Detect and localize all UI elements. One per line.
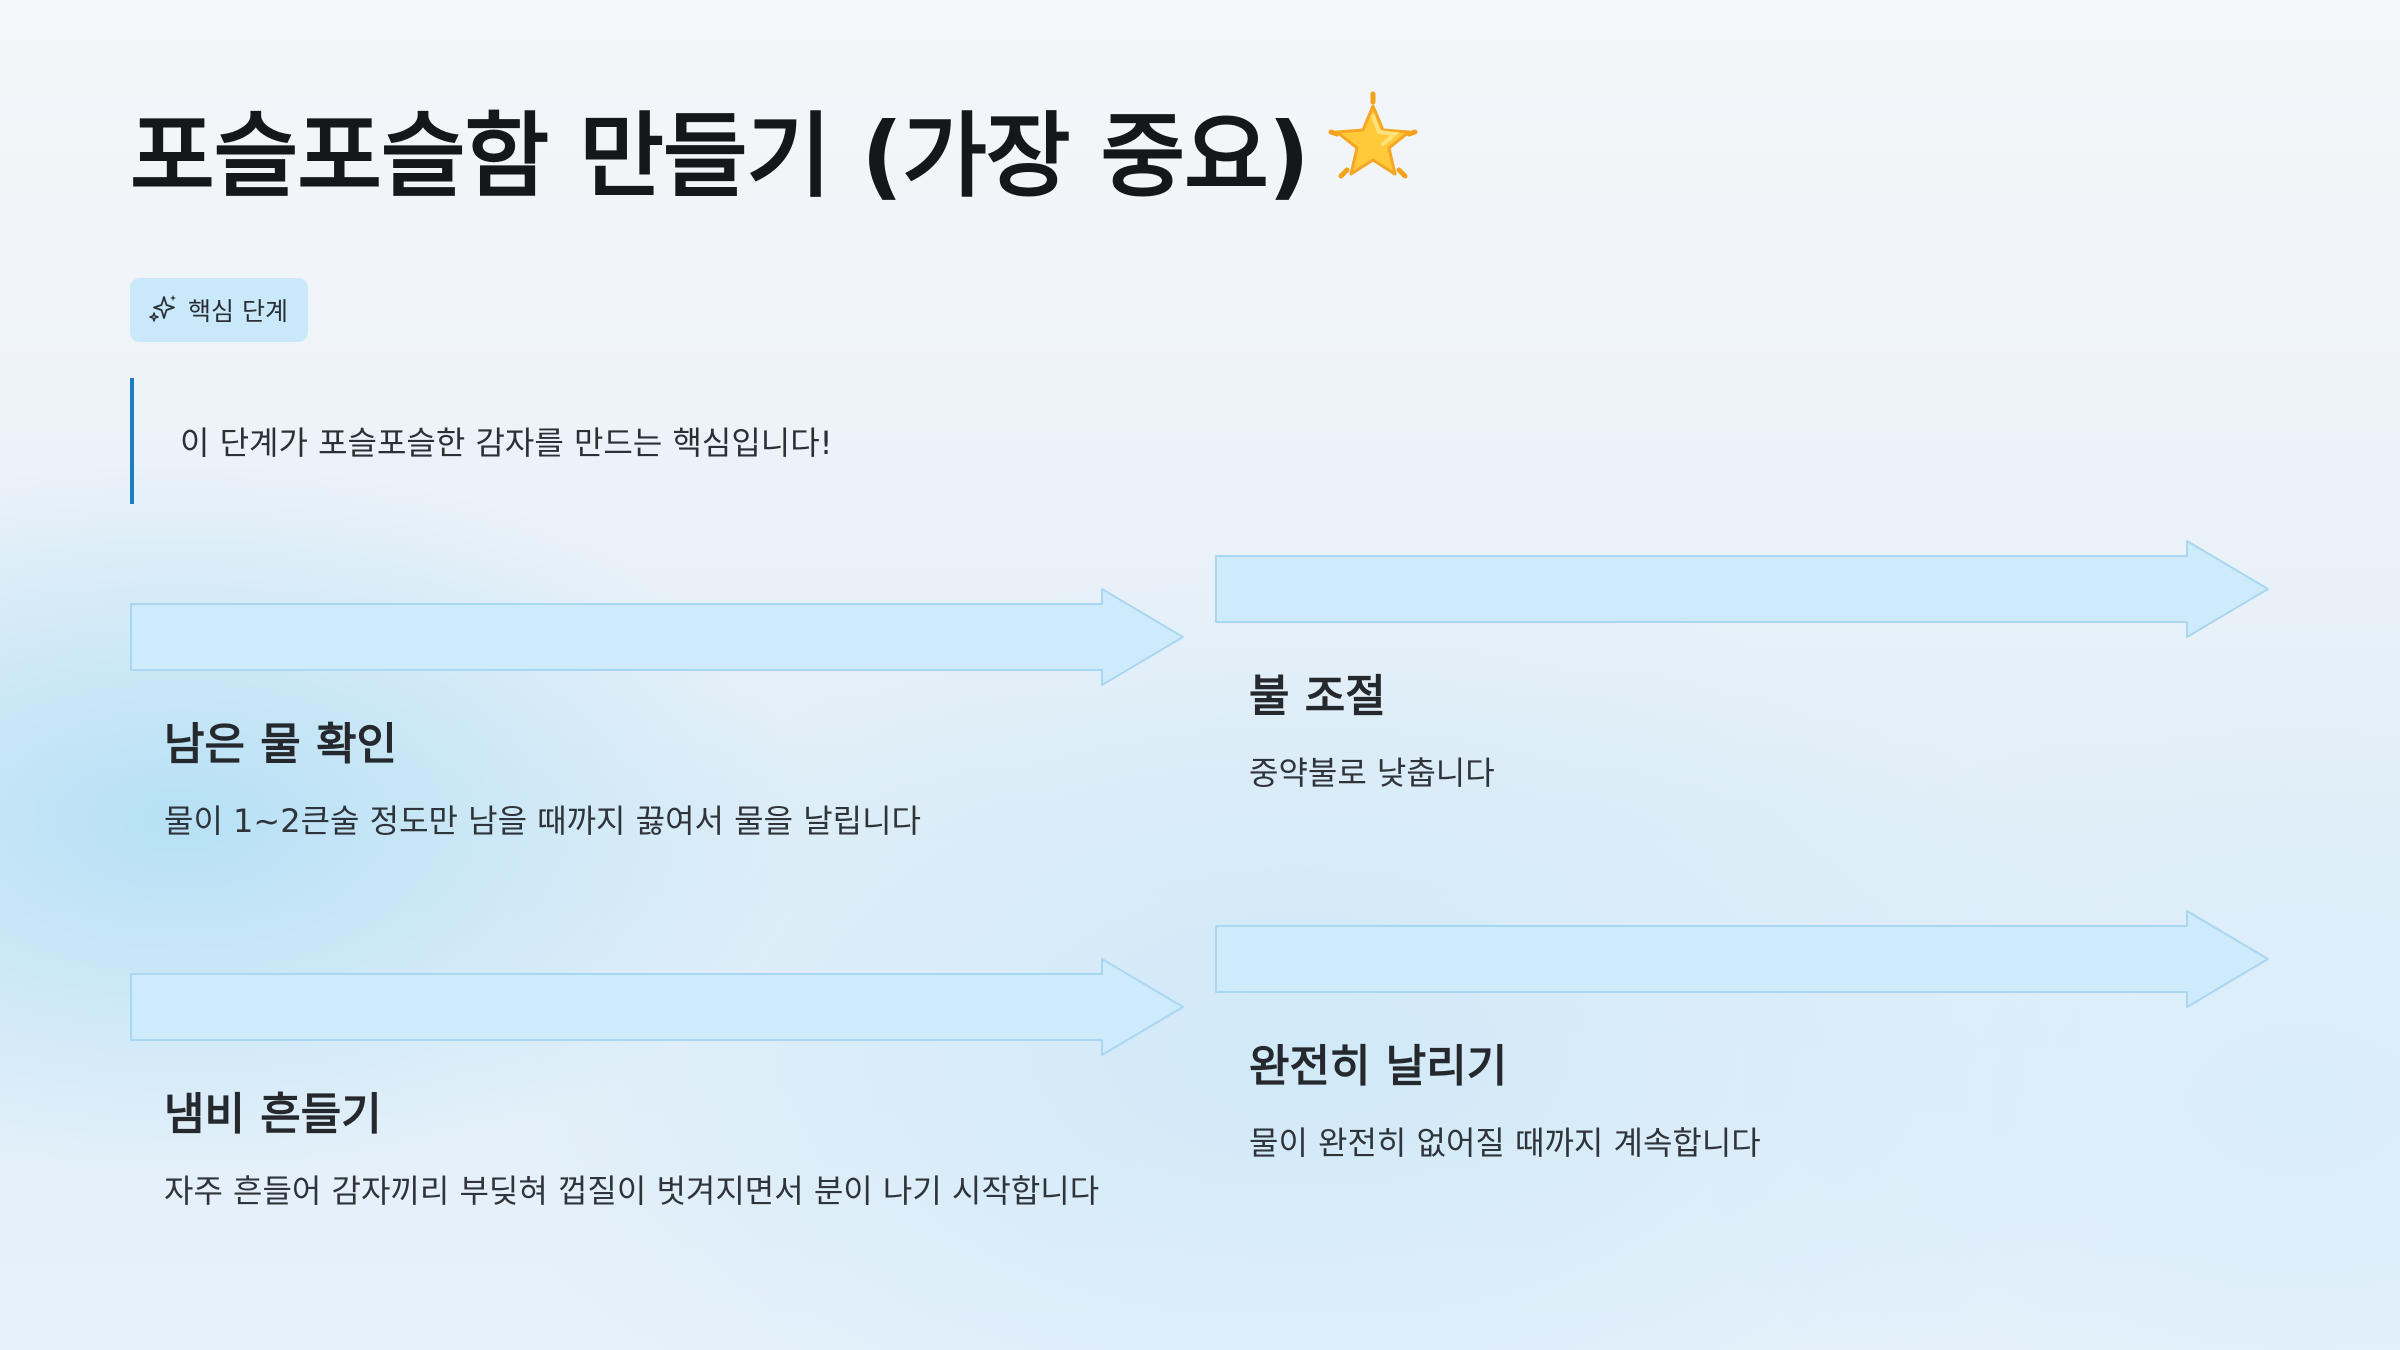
step-arrow bbox=[130, 958, 1184, 1056]
status-badge: 핵심 단계 bbox=[130, 278, 308, 342]
step-description: 물이 완전히 없어질 때까지 계속합니다 bbox=[1249, 1124, 1761, 1162]
step-title: 냄비 흔들기 bbox=[164, 1089, 382, 1140]
step-arrow bbox=[130, 588, 1184, 686]
page-title: 포슬포슬함 만들기 (가장 중요) bbox=[130, 90, 1423, 230]
badge-label: 핵심 단계 bbox=[188, 297, 288, 326]
step-card: 냄비 흔들기 자주 흔들어 감자끼리 부딪혀 껍질이 벗겨지면서 분이 나기 시… bbox=[130, 958, 1220, 1218]
step-card: 불 조절 중약불로 낮춥니다 bbox=[1215, 540, 2305, 800]
callout-quote: 이 단계가 포슬포슬한 감자를 만드는 핵심입니다! bbox=[130, 378, 1330, 504]
step-arrow bbox=[1215, 910, 2269, 1008]
callout-text: 이 단계가 포슬포슬한 감자를 만드는 핵심입니다! bbox=[180, 424, 833, 462]
sparkles-icon bbox=[148, 293, 178, 327]
step-description: 자주 흔들어 감자끼리 부딪혀 껍질이 벗겨지면서 분이 나기 시작합니다 bbox=[164, 1172, 1100, 1210]
glowing-star-icon bbox=[1323, 90, 1423, 224]
step-title: 완전히 날리기 bbox=[1249, 1041, 1508, 1092]
step-card: 남은 물 확인 물이 1~2큰술 정도만 남을 때까지 끓여서 물을 날립니다 bbox=[130, 588, 1220, 848]
step-card: 완전히 날리기 물이 완전히 없어질 때까지 계속합니다 bbox=[1215, 910, 2305, 1170]
step-description: 중약불로 낮춥니다 bbox=[1249, 754, 1495, 792]
page-title-text: 포슬포슬함 만들기 (가장 중요) bbox=[130, 103, 1310, 210]
step-title: 불 조절 bbox=[1249, 671, 1386, 722]
step-description: 물이 1~2큰술 정도만 남을 때까지 끓여서 물을 날립니다 bbox=[164, 802, 921, 840]
step-arrow bbox=[1215, 540, 2269, 638]
step-title: 남은 물 확인 bbox=[164, 719, 398, 770]
